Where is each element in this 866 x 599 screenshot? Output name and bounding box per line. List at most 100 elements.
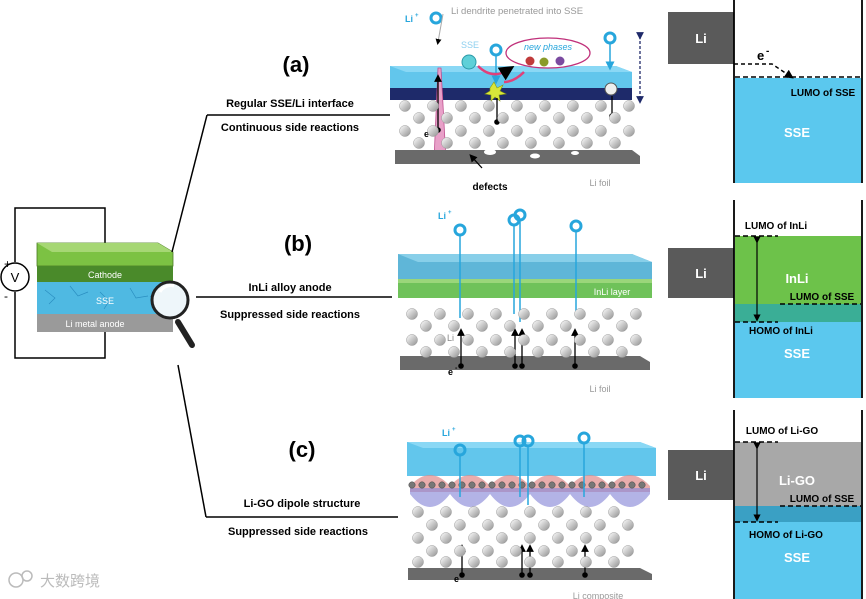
connector-c xyxy=(177,364,207,518)
electron-dot xyxy=(459,572,465,578)
li-atom xyxy=(595,125,607,137)
li-ion-icon xyxy=(577,431,591,445)
panel-b-tag: (b) xyxy=(284,231,312,256)
li-atom xyxy=(580,532,592,544)
watermark-logo-icon xyxy=(8,572,24,588)
li-atom xyxy=(518,334,530,346)
li-atom xyxy=(455,125,467,137)
li-atom xyxy=(469,137,481,149)
li-atom xyxy=(538,545,550,557)
energy-a-sse-label: SSE xyxy=(784,125,810,140)
carbon-atom xyxy=(608,481,616,489)
carbon-atom xyxy=(438,481,446,489)
energy-b-overlap-block xyxy=(735,304,861,322)
panel-c-li-atoms xyxy=(412,506,634,568)
magnifier-handle xyxy=(175,319,195,348)
cathode-body xyxy=(37,266,173,282)
li-atom xyxy=(566,519,578,531)
li-atom xyxy=(483,125,495,137)
panel-a-li-ion-sup: + xyxy=(415,13,419,19)
energy-a-li-label: Li xyxy=(695,31,707,46)
li-atom xyxy=(524,532,536,544)
li-atom xyxy=(539,125,551,137)
li-atom xyxy=(448,346,460,358)
li-atom xyxy=(455,100,467,112)
energy-c-lumo-ligo-label: LUMO of Li-GO xyxy=(746,426,818,437)
carbon-atom xyxy=(638,481,646,489)
voltmeter-icon xyxy=(0,262,30,292)
electron-dot xyxy=(572,363,578,369)
li-atom xyxy=(476,346,488,358)
panel-a-tag: (a) xyxy=(283,52,310,77)
plus-sign: + xyxy=(4,257,11,271)
li-atom xyxy=(469,112,481,124)
electron-dot xyxy=(458,363,464,369)
energy-c-ligo-label: Li-GO xyxy=(779,473,815,488)
panel-a-reacted-atom xyxy=(604,82,618,96)
li-atom xyxy=(560,320,572,332)
circuit-wire-bottom xyxy=(14,292,106,359)
panel-b-li-ion-sup: + xyxy=(448,210,452,216)
li-atom xyxy=(525,137,537,149)
li-atom xyxy=(622,519,634,531)
sse-label: SSE xyxy=(96,296,114,306)
li-atom xyxy=(518,308,530,320)
li-atom xyxy=(616,346,628,358)
watermark-text: 大数跨境 xyxy=(40,572,100,590)
panel-c-sse-slab xyxy=(407,442,656,476)
magnifier-glare xyxy=(158,284,175,293)
panel-a-reaction-arrow-2 xyxy=(503,71,525,84)
panel-b: (b) InLi alloy anode Suppressed side rea… xyxy=(220,210,652,394)
li-atom xyxy=(399,125,411,137)
li-atom xyxy=(560,346,572,358)
li-atom xyxy=(623,100,635,112)
panel-a-sse-top xyxy=(390,66,632,72)
li-atom xyxy=(580,556,592,568)
li-atom xyxy=(623,125,635,137)
panel-a-spark-icon xyxy=(484,81,507,102)
sse-texture xyxy=(44,285,161,310)
circuit-wire-top xyxy=(14,207,106,262)
li-atom xyxy=(468,506,480,518)
panel-b-inli-label: InLi layer xyxy=(594,287,631,297)
carbon-atom xyxy=(448,481,456,489)
li-atom xyxy=(552,532,564,544)
panel-b-foil-label: Li foil xyxy=(589,384,610,394)
li-atom xyxy=(434,308,446,320)
panel-a-line1: Regular SSE/Li interface xyxy=(226,98,354,110)
li-atom xyxy=(496,556,508,568)
li-ion-icon xyxy=(521,434,535,448)
panel-a-li-ion-1 xyxy=(429,11,443,25)
li-atom xyxy=(539,100,551,112)
li-atom xyxy=(440,556,452,568)
panel-a-interphase xyxy=(390,88,632,100)
panel-b-li-atoms xyxy=(406,308,642,358)
carbon-atom xyxy=(558,481,566,489)
carbon-atom xyxy=(538,481,546,489)
panel-c-line2: Suppressed side reactions xyxy=(228,526,368,538)
panel-a-reaction-arrow-1 xyxy=(477,65,515,81)
electron-dot xyxy=(512,363,518,369)
panel-c-li-ion-sup: + xyxy=(452,427,456,433)
li-atom xyxy=(496,532,508,544)
energy-diagram-c: Li LUMO of Li-GO Li-GO LUMO of SSE HOMO … xyxy=(668,410,863,599)
panel-a-li-ion-2 xyxy=(489,43,503,57)
carbon-atom xyxy=(528,481,536,489)
li-atom xyxy=(426,519,438,531)
panel-c-graphene-chain xyxy=(408,481,646,489)
panel-b-li-label: Li xyxy=(447,333,454,343)
energy-a-sse-block xyxy=(735,78,861,183)
li-atom xyxy=(594,519,606,531)
li-atom xyxy=(427,100,439,112)
li-atom xyxy=(510,545,522,557)
energy-b-sse-block xyxy=(735,322,861,398)
li-atom xyxy=(546,334,558,346)
li-atom xyxy=(581,137,593,149)
cathode-top-face xyxy=(37,243,173,252)
li-atom xyxy=(567,125,579,137)
li-atom xyxy=(482,545,494,557)
panel-b-electron-label: e xyxy=(448,367,453,377)
panel-c-li-ions xyxy=(453,431,591,578)
li-atom xyxy=(399,100,411,112)
minus-sign: - xyxy=(4,289,8,303)
